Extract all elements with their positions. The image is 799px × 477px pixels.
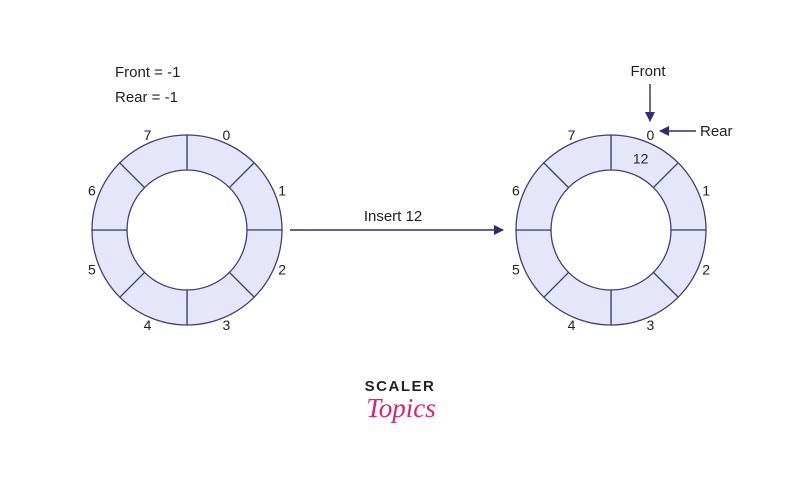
before-index-4: 4 <box>144 317 152 333</box>
insert-operation: Insert 12 <box>290 208 504 235</box>
insert-label: Insert 12 <box>364 208 422 225</box>
rear-value-text: Rear = -1 <box>115 89 178 106</box>
before-state: Front = -1 Rear = -1 0 1 2 3 4 5 6 7 <box>88 64 286 333</box>
logo-line1: SCALER <box>365 378 436 395</box>
front-pointer-label: Front <box>630 63 666 80</box>
before-cell-7 <box>118 134 188 189</box>
rear-pointer-label: Rear <box>700 123 733 140</box>
before-index-3: 3 <box>223 317 231 333</box>
after-index-3: 3 <box>647 317 655 333</box>
after-index-4: 4 <box>568 317 576 333</box>
before-index-7: 7 <box>144 127 152 143</box>
after-index-7: 7 <box>568 127 576 143</box>
after-index-1: 1 <box>702 183 710 199</box>
after-cell-7 <box>542 134 612 189</box>
before-index-2: 2 <box>278 261 286 277</box>
after-index-2: 2 <box>702 261 710 277</box>
before-index-1: 1 <box>278 183 286 199</box>
circular-queue-before: 0 1 2 3 4 5 6 7 <box>88 127 286 333</box>
before-index-6: 6 <box>88 183 96 199</box>
after-index-6: 6 <box>512 183 520 199</box>
after-index-0: 0 <box>647 127 655 143</box>
before-index-0: 0 <box>223 127 231 143</box>
front-value-text: Front = -1 <box>115 64 180 81</box>
after-cell-value-0: 12 <box>633 150 649 166</box>
logo-line2: Topics <box>366 393 436 423</box>
before-index-5: 5 <box>88 261 96 277</box>
after-index-5: 5 <box>512 261 520 277</box>
scaler-topics-logo: SCALER Topics <box>365 378 436 423</box>
